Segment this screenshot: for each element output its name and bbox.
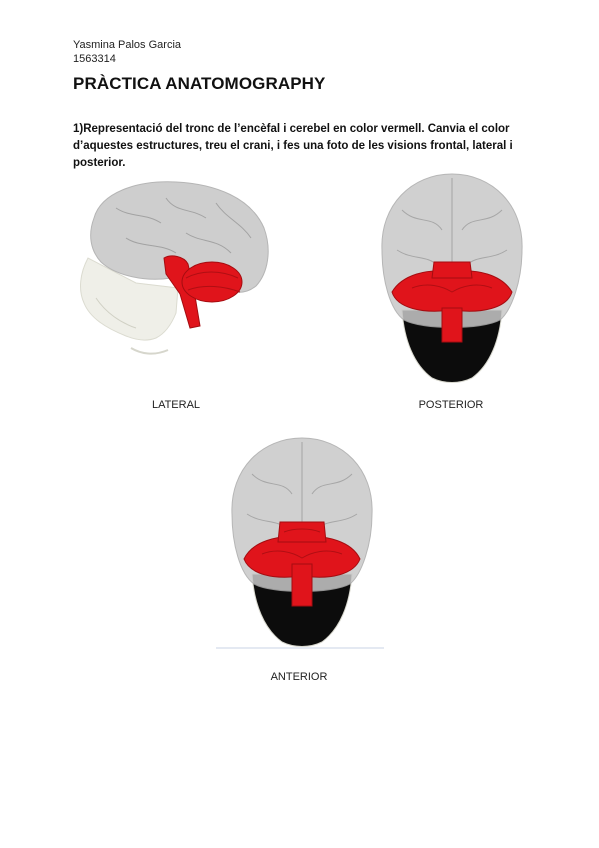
lateral-caption: LATERAL — [151, 399, 201, 411]
page-title: PRÀCTICA ANATOMOGRAPHY — [73, 74, 326, 93]
posterior-brain-image — [381, 173, 523, 383]
lateral-skull-face — [80, 257, 179, 341]
student-id: 1563314 — [73, 53, 116, 65]
anterior-caption: ANTERIOR — [270, 671, 328, 683]
question-text: 1)Representació del tronc de l’encèfal i… — [73, 123, 513, 169]
anterior-brain-image — [216, 437, 384, 649]
lateral-brainstem — [163, 255, 201, 329]
posterior-caption: POSTERIOR — [418, 399, 484, 411]
author-name: Yasmina Palos Garcia — [73, 39, 182, 51]
posterior-brainstem — [441, 307, 463, 343]
anterior-brainstem — [291, 563, 313, 607]
anterior-skull-lower — [251, 573, 353, 647]
posterior-skull-lower — [401, 309, 503, 383]
posterior-cerebellum — [391, 270, 513, 312]
lateral-brain-image — [80, 181, 269, 355]
lateral-cerebellum — [181, 261, 243, 303]
